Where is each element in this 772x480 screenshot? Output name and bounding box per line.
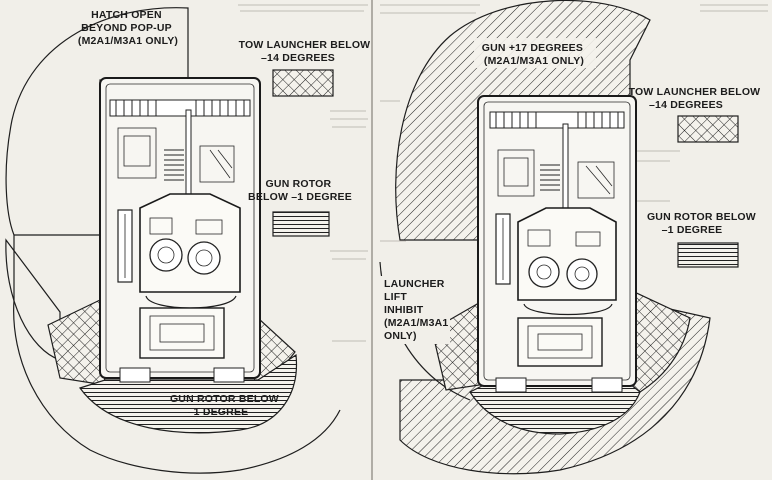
left-diagram xyxy=(5,7,341,474)
gun-barrel-left xyxy=(185,109,192,201)
tow-legend-swatch-right xyxy=(677,115,739,143)
turret-right xyxy=(517,207,617,301)
gun-rotor-label-right: GUN ROTOR BELOW –1 DEGREE xyxy=(647,211,759,236)
hatch-open-label: HATCH OPEN BEYOND POP-UP (M2A1/M3A1 ONLY… xyxy=(78,9,178,47)
gun-rotor-bottom-label-left: GUN ROTOR BELOW –1 DEGREE xyxy=(170,393,282,418)
rear-ramp-left xyxy=(139,307,225,359)
gun-rotor-legend-swatch-left xyxy=(272,211,330,237)
gunner-seat-right xyxy=(566,258,598,290)
gun-elevation-label: GUN +17 DEGREES (M2A1/M3A1 ONLY) xyxy=(482,42,586,67)
gunner-seat-left xyxy=(187,241,221,275)
tow-legend-swatch-left xyxy=(272,69,334,97)
gun-rotor-legend-swatch-right xyxy=(677,242,739,268)
commander-seat-right xyxy=(528,256,560,288)
engine-grille-left xyxy=(109,99,251,117)
engine-vents-left xyxy=(164,149,184,181)
tow-launcher-label-right: TOW LAUNCHER BELOW –14 DEGREES xyxy=(629,86,764,111)
gun-rotor-label-left: GUN ROTOR BELOW –1 DEGREE xyxy=(248,178,352,203)
rear-ramp-right xyxy=(517,317,603,367)
gun-barrel-right xyxy=(562,123,569,215)
tow-launcher-label-left: TOW LAUNCHER BELOW –14 DEGREES xyxy=(239,39,374,64)
outer-sweep-arc xyxy=(13,299,341,474)
commander-seat-left xyxy=(149,238,183,272)
launcher-lift-inhibit-label: LAUNCHER LIFT INHIBIT (M2A1/M3A1 ONLY) xyxy=(384,278,452,342)
gun-rotor-zone-right xyxy=(469,383,641,435)
gun-rotor-zone-left xyxy=(79,353,298,434)
engine-vents-right xyxy=(540,164,560,191)
bleed-through-text xyxy=(238,4,768,342)
engine-grille-right xyxy=(489,111,625,129)
turret-ring-right xyxy=(523,303,613,316)
hatch-open-zone xyxy=(5,7,189,236)
right-diagram xyxy=(379,0,711,475)
